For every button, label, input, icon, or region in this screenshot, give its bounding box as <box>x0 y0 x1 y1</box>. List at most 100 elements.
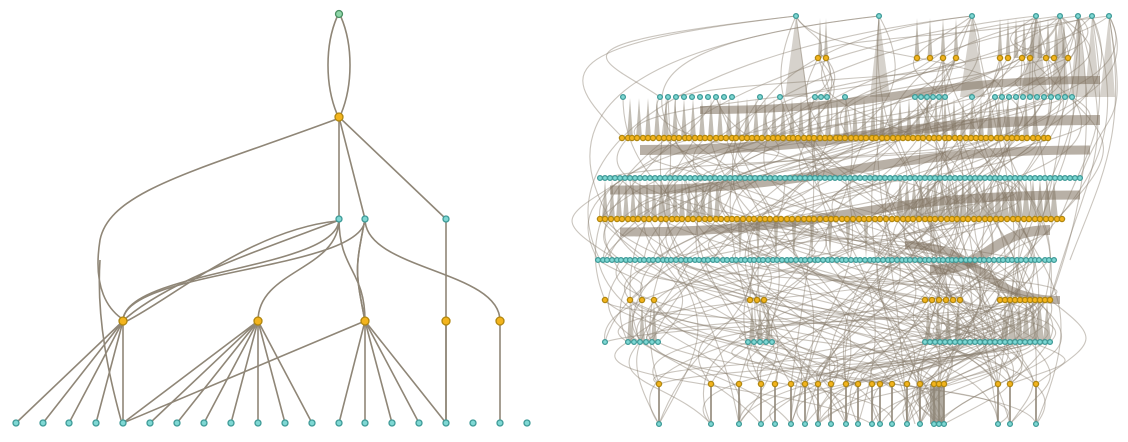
branch-node <box>842 380 850 388</box>
inner-node <box>603 256 611 264</box>
edge <box>741 15 1089 139</box>
edge-bundle <box>1021 18 1027 58</box>
root-node <box>1032 12 1040 20</box>
inner-node <box>735 420 743 428</box>
inner-node <box>990 256 998 264</box>
inner-node <box>1054 93 1062 101</box>
root-node <box>1074 12 1082 20</box>
inner-node <box>941 338 949 346</box>
inner-node <box>881 174 889 182</box>
branch-node <box>601 215 609 223</box>
branch-node <box>1026 54 1034 62</box>
inner-node <box>814 420 822 428</box>
inner-node <box>981 174 989 182</box>
edge <box>356 218 366 322</box>
inner-node <box>866 174 874 182</box>
small-graph-edges <box>15 16 501 424</box>
inner-node <box>676 174 684 182</box>
inner-node <box>656 93 664 101</box>
inner-node <box>935 93 943 101</box>
edge-bundle <box>744 98 750 138</box>
inner-node <box>828 256 836 264</box>
inner-node <box>1040 93 1048 101</box>
root-node <box>1105 12 1113 20</box>
inner-node <box>776 174 784 182</box>
branch-node <box>1034 134 1042 142</box>
edge-bundle <box>930 384 944 424</box>
inner-node <box>911 256 919 264</box>
inner-node <box>773 256 781 264</box>
inner-node <box>731 174 739 182</box>
edge-bundle <box>681 98 687 138</box>
inner-node <box>750 338 758 346</box>
inner-node <box>821 174 829 182</box>
branch-node <box>1014 215 1022 223</box>
inner-node <box>776 93 784 101</box>
branch-node <box>822 54 830 62</box>
edge <box>925 341 1046 425</box>
inner-node <box>1068 93 1076 101</box>
inner-node <box>741 174 749 182</box>
inner-node <box>671 174 679 182</box>
edge <box>632 218 1014 385</box>
branch-node <box>940 380 948 388</box>
branch-node <box>675 134 683 142</box>
edge <box>122 218 340 322</box>
edge-bundle <box>903 179 911 219</box>
edge <box>604 137 990 179</box>
inner-node <box>1006 174 1014 182</box>
inner-node <box>792 256 800 264</box>
edge-bundle <box>644 179 650 219</box>
edge <box>692 137 889 261</box>
edge-bundle <box>1015 302 1023 342</box>
edge-bundle <box>816 98 822 138</box>
branch-node <box>876 380 884 388</box>
inner-node <box>896 174 904 182</box>
inner-node <box>811 93 819 101</box>
inner-node <box>842 256 850 264</box>
inner-node <box>771 174 779 182</box>
edge-bundle <box>658 179 664 219</box>
inner-node <box>925 256 933 264</box>
inner-node <box>1022 256 1030 264</box>
edge-bundle <box>757 302 763 342</box>
edge <box>702 177 996 425</box>
edge <box>817 299 1011 385</box>
edge-bundle <box>1037 18 1043 58</box>
branch-node <box>937 215 945 223</box>
inner-node <box>996 174 1004 182</box>
inner-node <box>1005 93 1013 101</box>
inner-node <box>991 338 999 346</box>
edge-bundle <box>1029 18 1035 58</box>
inner-node <box>971 174 979 182</box>
branch-node <box>915 215 923 223</box>
branch-node <box>956 296 964 304</box>
inner-node <box>814 256 822 264</box>
edge-bundle <box>1100 16 1115 97</box>
inner-node <box>906 174 914 182</box>
edge <box>916 341 1021 385</box>
edge <box>813 137 921 425</box>
branch-node <box>913 54 921 62</box>
inner-node <box>823 93 831 101</box>
inner-node <box>991 93 999 101</box>
branch-node <box>706 134 714 142</box>
branch-node <box>862 134 870 142</box>
edge <box>860 341 1036 385</box>
edge-bundle <box>1045 18 1051 58</box>
inner-node <box>442 215 450 223</box>
branch-node <box>118 316 128 326</box>
root-node <box>334 9 344 19</box>
edge <box>68 320 124 424</box>
edge-bundle <box>824 18 828 58</box>
edge-bundle <box>637 179 643 219</box>
inner-node <box>806 174 814 182</box>
inner-node <box>926 174 934 182</box>
inner-node <box>751 174 759 182</box>
inner-node <box>891 174 899 182</box>
leaf-node <box>308 419 316 427</box>
inner-node <box>917 93 925 101</box>
edge-bundle <box>627 98 633 138</box>
edge <box>1009 341 1034 425</box>
inner-node <box>762 338 770 346</box>
